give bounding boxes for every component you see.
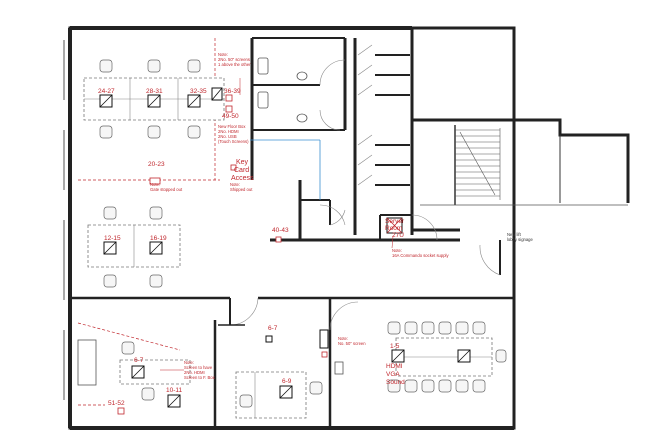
note-text: Shipped out	[230, 187, 253, 192]
desk-label: 40-43	[272, 227, 289, 234]
desk-block-top	[83, 59, 225, 139]
floor-box-icon	[230, 164, 237, 171]
floor-box-icon	[321, 351, 328, 358]
conference-av-label: Sound	[386, 379, 405, 386]
note-text: lobby signage	[507, 237, 534, 242]
office-bottom-middle	[235, 329, 329, 419]
desk-label: 1-5	[390, 343, 400, 350]
conference-av-label: HDMI	[386, 363, 403, 370]
note-text: Screen to F. Box	[184, 375, 216, 380]
stairwell	[410, 118, 630, 232]
note-text: 2No. 50" screens	[218, 57, 250, 62]
desk-label: 10-11	[166, 387, 183, 394]
conference-av-label: VGA	[386, 371, 400, 378]
note-text: Screen to have	[184, 365, 213, 370]
floor-box-icon	[225, 105, 233, 113]
note-text: 2No. HDMI	[218, 129, 239, 134]
note-text: Note:	[218, 52, 228, 57]
note-text: Note:	[230, 182, 240, 187]
note-text: No. 50" screen	[338, 341, 366, 346]
internal-walls	[70, 240, 514, 428]
server-room-label: Room	[385, 225, 402, 232]
note-text: New lift	[507, 232, 522, 237]
note-text: 2No. USB	[218, 134, 237, 139]
note-text: 1 above the other	[218, 62, 251, 67]
note-text: Gate stopped out	[150, 187, 183, 192]
note-text: 2No. HDMI	[184, 370, 205, 375]
desk-label: 28-31	[146, 88, 163, 95]
server-room-label: 27U	[392, 232, 404, 239]
desk-label: 36-39	[224, 88, 241, 95]
note-text: Note:	[392, 248, 402, 253]
desk-label: 12-15	[104, 235, 121, 242]
conference-room	[334, 321, 507, 393]
screen-icon	[265, 335, 273, 343]
annotation-notes: Note: 2No. 50" screens 1 above the other…	[150, 52, 534, 380]
desk-label: 6-9	[282, 378, 292, 385]
desk-label: 51-52	[108, 400, 125, 407]
desk-label: 49-50	[222, 113, 239, 120]
desk-label: 6-7	[268, 325, 278, 332]
note-text: (Touch Screens)	[218, 139, 249, 144]
desk-label: 32-35	[190, 88, 207, 95]
note-text: 16A Commando socket supply	[392, 253, 449, 258]
floor-box-icon	[117, 407, 125, 415]
office-bottom-left	[117, 341, 191, 415]
note-text: Note:	[338, 336, 348, 341]
desk-labels: 24-27 28-31 32-35 36-39 49-50 20-23 12-1…	[98, 88, 400, 407]
key-card-label: Access	[231, 175, 254, 182]
toilet-core	[250, 37, 460, 242]
floor-box-icon	[225, 94, 233, 102]
server-room-label: Server	[385, 218, 405, 225]
note-text: Note:	[150, 182, 160, 187]
desk-label: 20-23	[148, 161, 165, 168]
floor-box-icon	[149, 177, 161, 185]
exterior-walls	[63, 26, 516, 430]
desk-block-middle	[87, 206, 181, 288]
desk-label: 24-27	[98, 88, 115, 95]
note-text: New Floor Box	[218, 124, 246, 129]
note-text: Note:	[184, 360, 194, 365]
desk-label: 6-7	[134, 357, 144, 364]
desk-label: 16-19	[150, 235, 167, 242]
leader-lines	[160, 78, 394, 371]
floor-box-icon	[275, 236, 282, 243]
room-labels: Key Card Access Server Room 27U HDMI VGA…	[231, 159, 405, 386]
key-card-label: Key	[236, 159, 249, 166]
key-card-label: Card	[234, 167, 249, 174]
screen-icon	[319, 329, 329, 349]
